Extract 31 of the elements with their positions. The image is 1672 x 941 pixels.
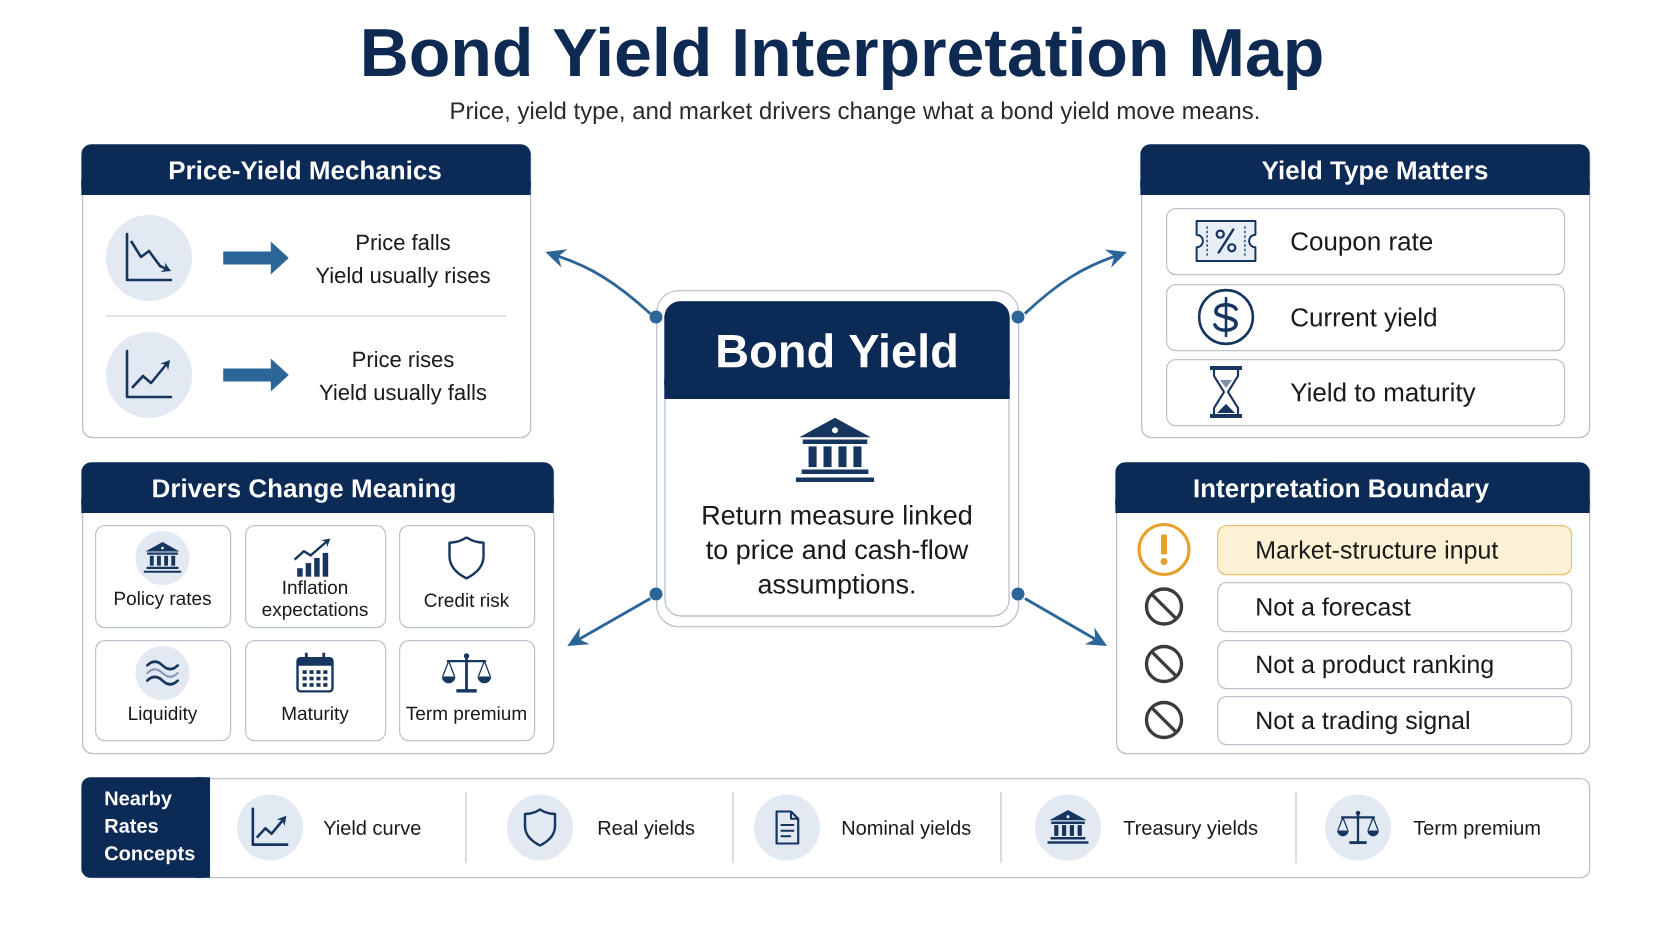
boundary-item: Not a trading signal	[1217, 696, 1573, 746]
statement-text: Yield usually falls	[319, 383, 487, 405]
list-item: Current yield	[1166, 284, 1566, 352]
concept-label: Nominal yields	[842, 820, 971, 839]
panel-header: Interpretation Boundary	[1115, 462, 1590, 513]
title: Bond Yield Interpretation Map	[364, 26, 1322, 91]
panel-header: Drivers Change Meaning	[81, 462, 554, 513]
list-item: Coupon rate	[1166, 208, 1566, 276]
list-item: Yield to maturity	[1166, 359, 1566, 427]
statement-text: Yield usually rises	[315, 266, 490, 288]
panel-header: Yield Type Matters	[1140, 144, 1590, 195]
driver-tile: Credit risk	[399, 525, 536, 629]
driver-tile: Term premium	[399, 640, 536, 742]
card-header: Bond Yield	[664, 301, 1010, 399]
boundary-item: Not a forecast	[1217, 582, 1573, 633]
concept-label: Term premium	[1413, 820, 1540, 839]
card-text: Return measure linked to price and cash-flow assumptions.	[703, 504, 972, 600]
statement-text: Price rises	[353, 350, 454, 368]
strip-header: Nearby Rates Concepts	[81, 777, 210, 878]
concept-label: Treasury yields	[1123, 820, 1258, 839]
concept-label: Yield curve	[323, 820, 421, 835]
boundary-item: Market-structure input	[1217, 525, 1573, 576]
subtitle: Price, yield type, and market drivers change what a bond yield move means.	[451, 101, 1259, 124]
driver-tile: Maturity	[245, 640, 387, 742]
statement-text: Price falls	[357, 233, 450, 251]
driver-tile: Inflation expectations	[245, 525, 387, 629]
falling-chart-icon	[106, 215, 192, 301]
panel-header: Price-Yield Mechanics	[81, 144, 531, 195]
rising-chart-icon	[106, 332, 192, 418]
boundary-item: Not a product ranking	[1217, 640, 1573, 690]
concept-label: Real yields	[598, 820, 695, 839]
